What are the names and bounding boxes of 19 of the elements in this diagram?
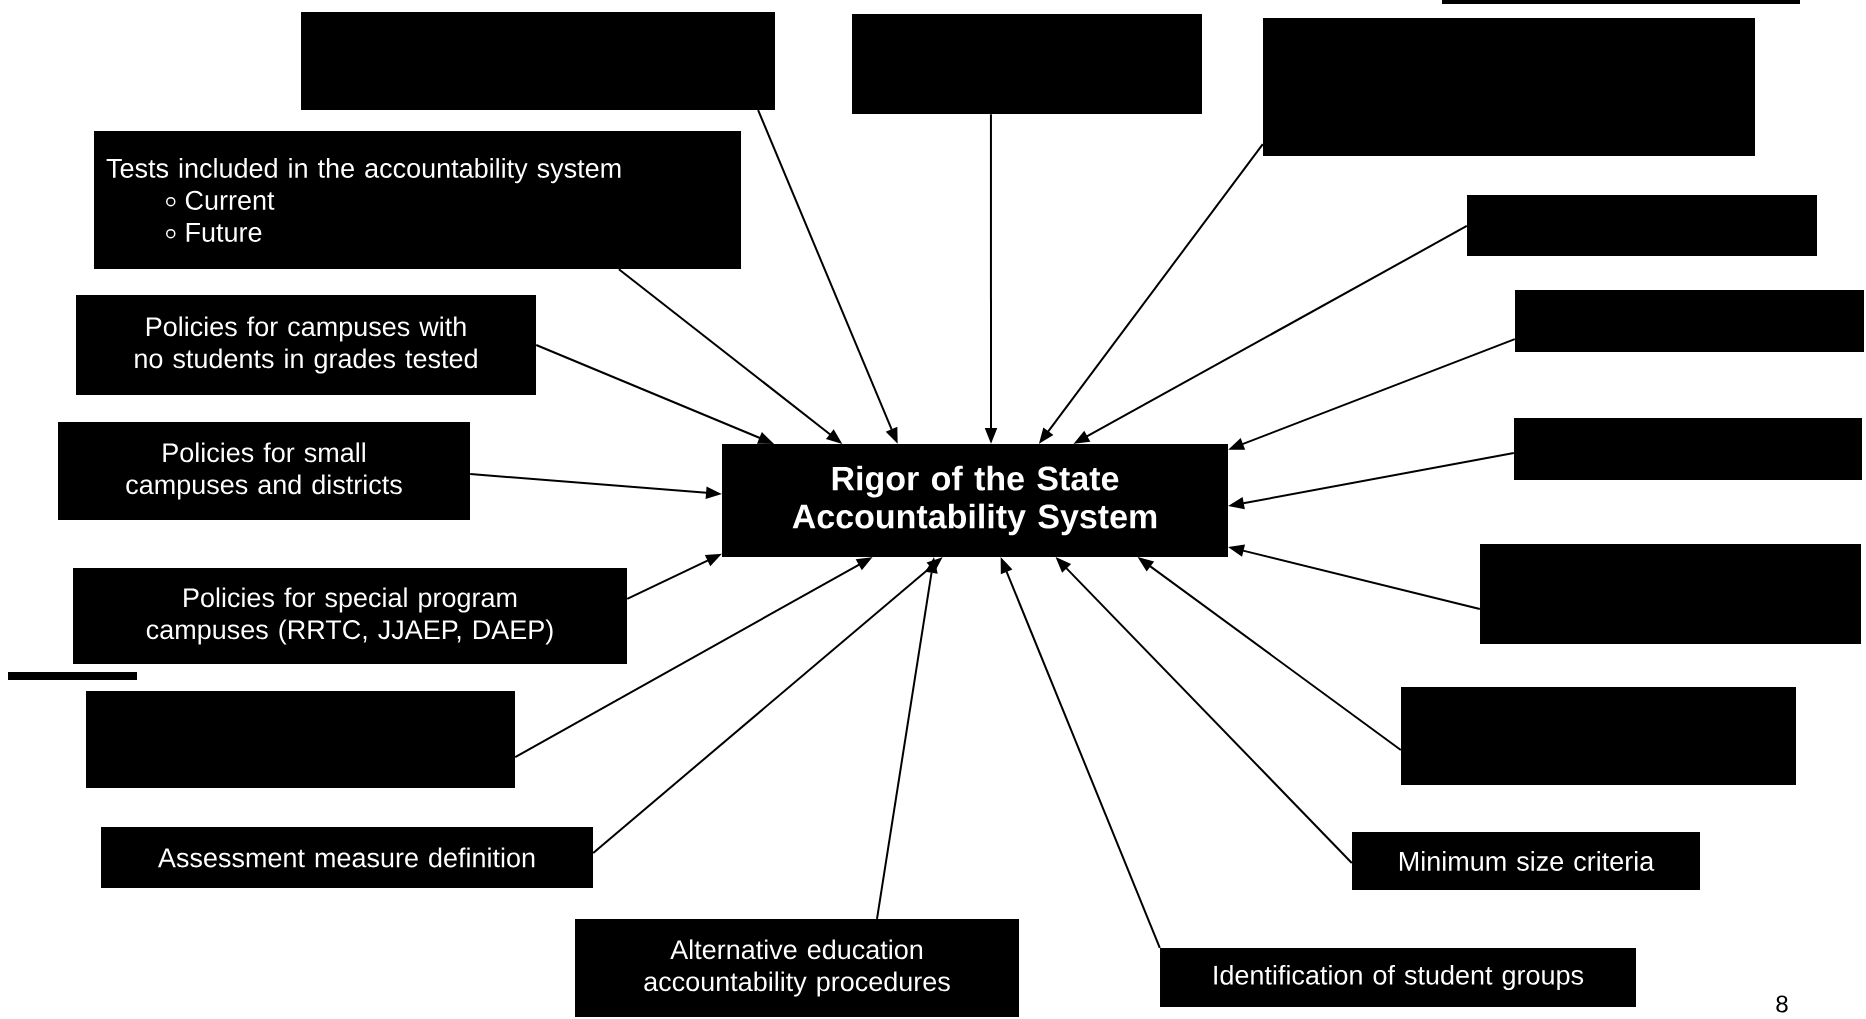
redacted-box [1467, 195, 1817, 256]
topic-box: Policies for campuses with no students in grades tested [76, 295, 536, 395]
topic-box: Tests included in the accountability system Current Future [94, 131, 741, 269]
page-number: 8 [1776, 995, 1788, 1013]
topic-box: Policies for special program campuses (RRTC, JJAEP, DAEP) [73, 568, 627, 664]
title-box: Rigor of the State Accountability System [722, 444, 1228, 557]
topic-box: Identification of student groups [1160, 948, 1636, 1007]
topic-box: Assessment measure definition [101, 827, 593, 888]
topic-box: Policies for small campuses and districts [58, 422, 470, 520]
redacted-box [852, 14, 1202, 114]
redacted-box [1401, 687, 1796, 785]
redacted-box [301, 12, 775, 110]
redacted-box [1263, 18, 1755, 156]
redacted-box [1514, 418, 1862, 480]
redacted-box [86, 691, 515, 788]
topic-box: Alternative education accountability procedures [575, 919, 1019, 1017]
redacted-box [1515, 290, 1864, 352]
redacted-box [1480, 544, 1861, 644]
topic-box: Minimum size criteria [1352, 832, 1700, 890]
